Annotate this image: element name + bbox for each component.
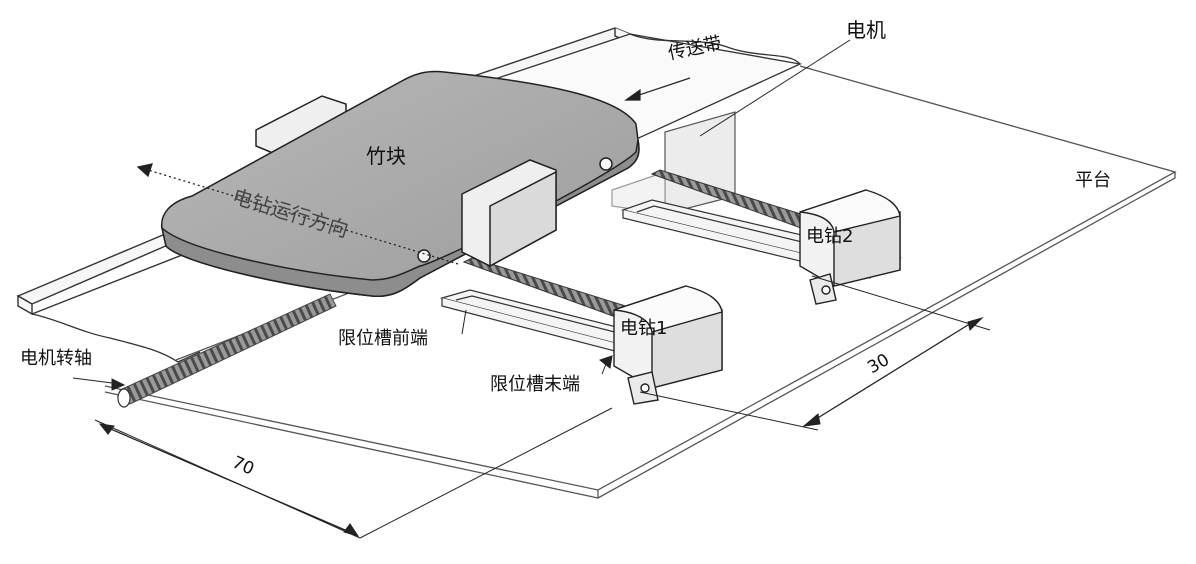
dimension-30 bbox=[639, 275, 991, 431]
bamboo-block bbox=[160, 70, 640, 298]
dimension-70 bbox=[94, 407, 613, 539]
drill-direction-arrow bbox=[136, 163, 459, 265]
drill-1-label: 电钻1 bbox=[620, 318, 668, 339]
bamboo-block-label: 竹块 bbox=[366, 144, 406, 168]
drill-2 bbox=[799, 189, 901, 305]
drill-2-label: 电钻2 bbox=[806, 226, 854, 247]
limit-slot-end-label: 限位槽末端 bbox=[490, 374, 580, 395]
motor-label: 电机 bbox=[846, 18, 886, 42]
motor-shaft-label: 电机转轴 bbox=[20, 348, 92, 369]
drill-1 bbox=[613, 285, 723, 405]
motor-shaft bbox=[117, 293, 337, 408]
platform-label: 平台 bbox=[1075, 170, 1111, 191]
limit-slot-front-label: 限位槽前端 bbox=[338, 328, 428, 349]
leader-lines bbox=[72, 309, 613, 391]
motor-leader-line bbox=[699, 39, 851, 137]
belt-direction-arrow bbox=[624, 77, 691, 101]
platform bbox=[104, 65, 1177, 500]
